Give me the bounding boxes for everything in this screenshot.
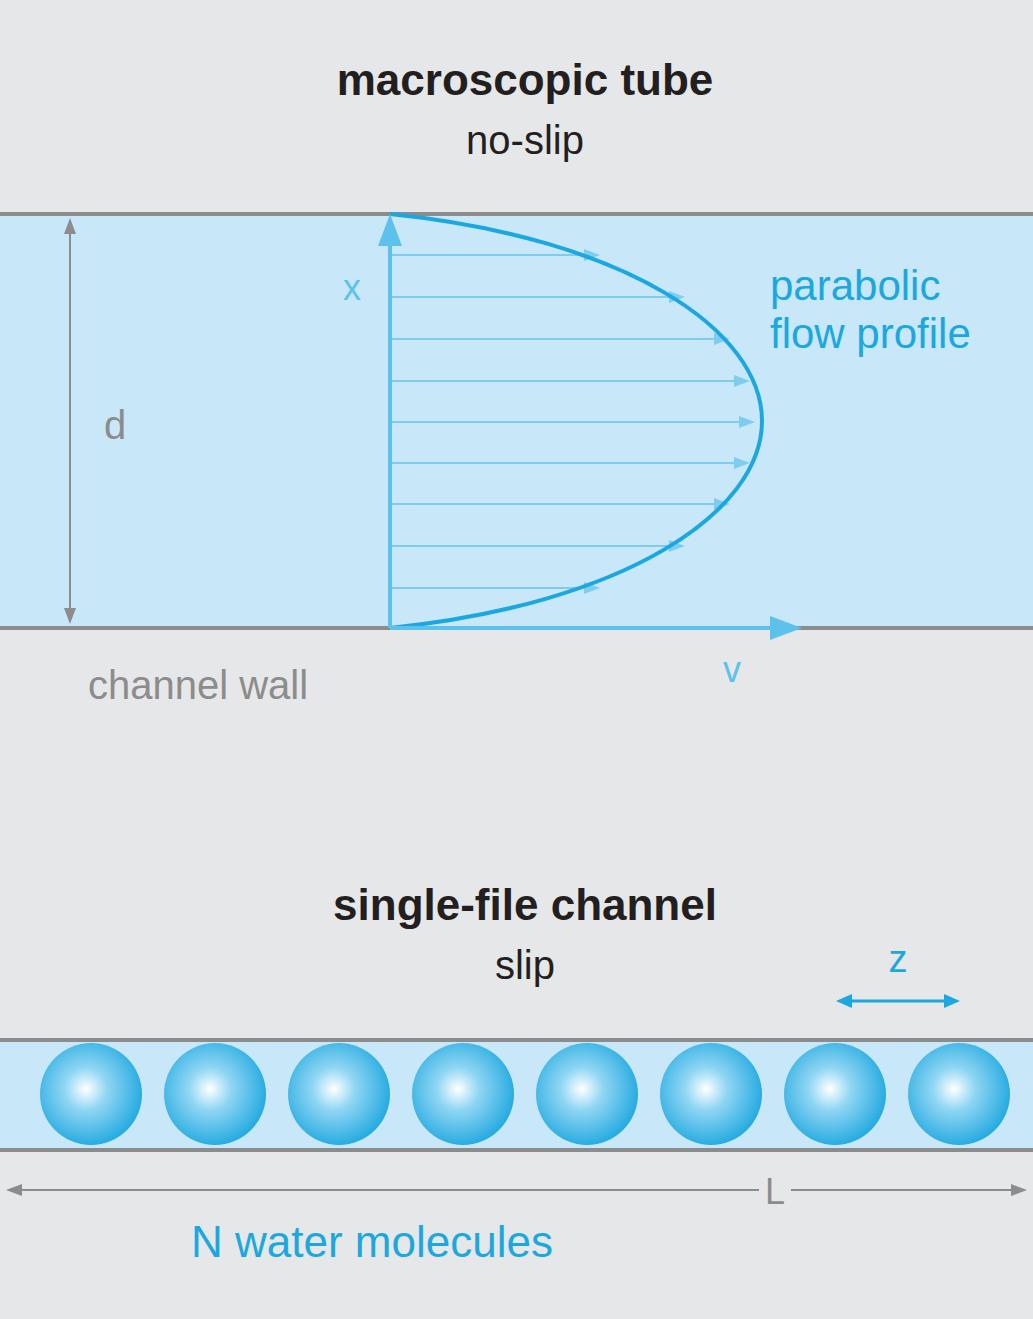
panel-heading: single-file channel xyxy=(333,880,717,931)
arrowhead xyxy=(739,416,755,428)
dimension-arrowhead xyxy=(64,608,76,624)
velocity-arrow xyxy=(390,254,586,256)
channel-lumen xyxy=(0,1040,1033,1150)
wall-label: channel wall xyxy=(88,662,308,708)
dimension-arrowhead xyxy=(6,1184,22,1196)
v-axis xyxy=(390,626,778,630)
arrowhead xyxy=(836,994,852,1008)
velocity-arrow xyxy=(390,545,671,547)
flow-profile-curve xyxy=(390,214,762,628)
velocity-arrows xyxy=(390,249,755,594)
boundary-condition: no-slip xyxy=(466,117,584,163)
tube-lumen xyxy=(0,214,1033,628)
dimension-label: d xyxy=(104,402,126,448)
water-molecule xyxy=(288,1043,390,1145)
water-molecule xyxy=(784,1043,886,1145)
arrowhead xyxy=(734,375,750,387)
axis-label: x xyxy=(343,267,361,308)
panel-heading: macroscopic tube xyxy=(337,55,714,106)
profile-label: parabolic flow profile xyxy=(770,262,1020,359)
displacement-arrow xyxy=(848,1000,948,1003)
dimension-line xyxy=(18,1189,1015,1191)
dimension-arrowhead xyxy=(1011,1184,1027,1196)
channel-wall xyxy=(0,1148,1033,1152)
x-axis xyxy=(388,236,392,628)
velocity-arrow xyxy=(390,380,736,382)
channel-wall xyxy=(0,626,1033,630)
water-molecule xyxy=(40,1043,142,1145)
velocity-arrow xyxy=(390,338,716,340)
dimension-arrowhead xyxy=(64,218,76,234)
dimension-label: L xyxy=(759,1171,791,1212)
velocity-arrow xyxy=(390,587,586,589)
water-molecules xyxy=(40,1043,1010,1145)
arrowhead xyxy=(734,457,750,469)
arrowhead xyxy=(944,994,960,1008)
water-molecule xyxy=(164,1043,266,1145)
velocity-arrow xyxy=(390,296,671,298)
displacement-label: z xyxy=(889,938,908,982)
count-label: N water molecules xyxy=(191,1217,553,1268)
boundary-condition: slip xyxy=(495,942,555,988)
channel-wall xyxy=(0,1038,1033,1042)
water-molecule xyxy=(536,1043,638,1145)
velocity-arrow xyxy=(390,503,716,505)
axis-label: v xyxy=(723,649,741,690)
water-molecule xyxy=(412,1043,514,1145)
velocity-arrow xyxy=(390,462,736,464)
dimension-line xyxy=(69,230,71,612)
water-molecule xyxy=(908,1043,1010,1145)
axis-arrowhead xyxy=(770,616,802,640)
water-molecule xyxy=(660,1043,762,1145)
channel-wall xyxy=(0,212,1033,216)
axis-arrowhead xyxy=(378,214,402,246)
velocity-arrow xyxy=(390,421,741,423)
